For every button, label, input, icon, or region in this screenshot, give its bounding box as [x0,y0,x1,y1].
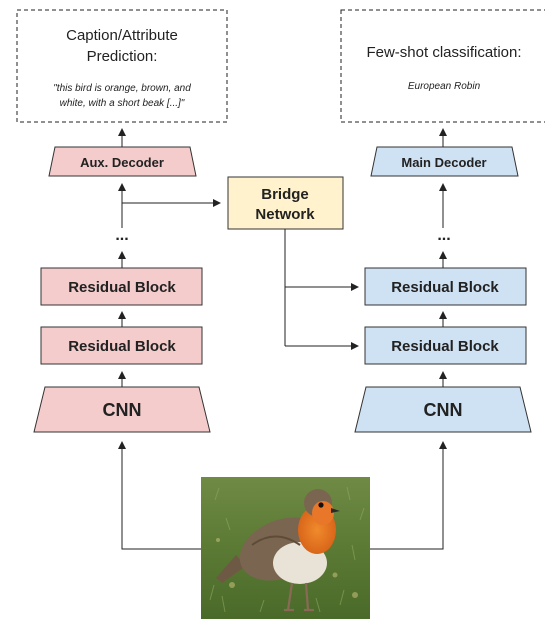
left-output-example-line1: "this bird is orange, brown, and [53,83,191,94]
right-output-box: Few-shot classification: European Robin [340,9,545,123]
aux-decoder: Aux. Decoder [48,146,197,177]
right-cnn-label: CNN [424,400,463,420]
right-residual-block-bottom-label: Residual Block [391,338,499,355]
left-output-title-line1: Caption/Attribute [66,27,178,44]
connectors [118,128,447,550]
left-output-title-line2: Prediction: [87,48,158,65]
aux-decoder-label: Aux. Decoder [80,155,164,170]
bridge-network: Bridge Network [227,176,344,230]
left-cnn-label: CNN [103,400,142,420]
left-ellipsis: ... [115,227,128,244]
arrow-image-to-right-cnn [370,441,447,550]
left-output-example-line2: white, with a short beak [...]" [60,98,185,109]
bridge-label-line2: Network [255,206,315,223]
right-output-title: Few-shot classification: [366,44,521,61]
right-output-example: European Robin [408,81,481,92]
main-decoder-label: Main Decoder [401,155,486,170]
right-residual-block-top: Residual Block [364,267,527,306]
input-bird-image [201,477,370,619]
left-residual-block-bottom: Residual Block [40,326,203,365]
right-ellipsis: ... [437,227,450,244]
right-cnn: CNN [354,386,532,433]
left-output-box: Caption/Attribute Prediction: "this bird… [16,9,228,123]
left-cnn: CNN [33,386,211,433]
bridge-label-line1: Bridge [261,186,309,203]
left-residual-block-bottom-label: Residual Block [68,338,176,355]
left-residual-block-top: Residual Block [40,267,203,306]
arrow-image-to-left-cnn [118,441,201,550]
right-residual-block-top-label: Residual Block [391,279,499,296]
main-decoder: Main Decoder [370,146,519,177]
left-residual-block-top-label: Residual Block [68,279,176,296]
right-residual-block-bottom: Residual Block [364,326,527,365]
